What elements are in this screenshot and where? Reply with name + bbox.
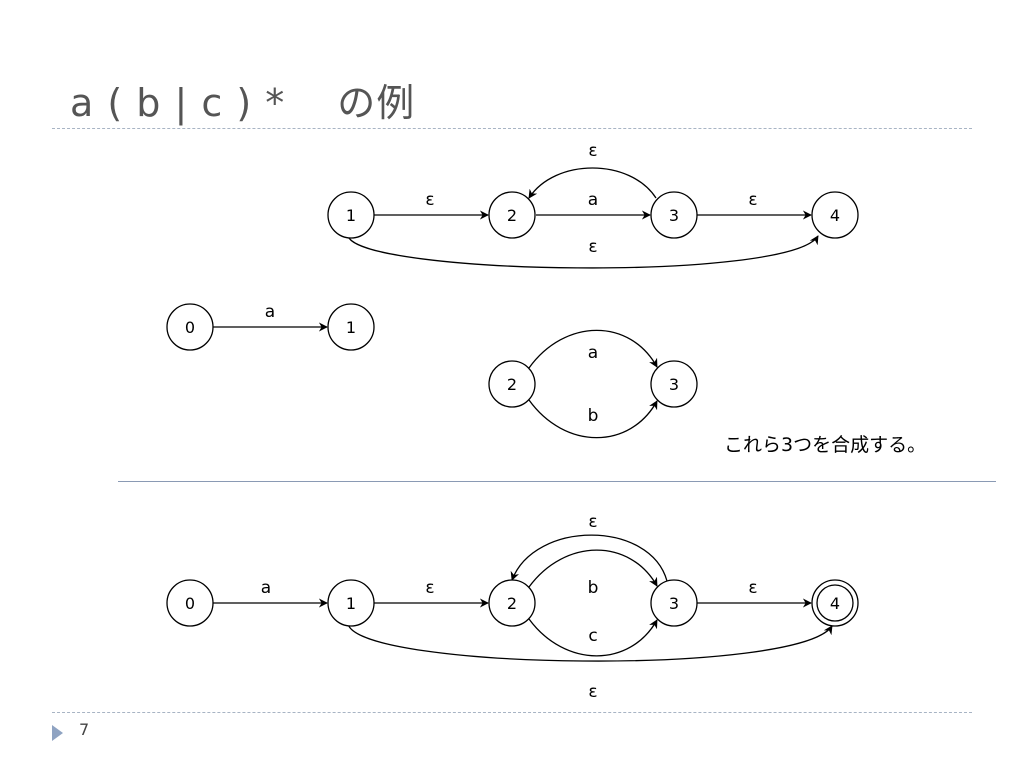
state-node bbox=[650, 579, 698, 627]
section-divider bbox=[118, 481, 996, 482]
edge-label: ε bbox=[588, 512, 597, 532]
edge-comb-3-2 bbox=[510, 534, 668, 582]
edge-top-3-2 bbox=[528, 167, 657, 199]
edge-comb-1-4 bbox=[347, 623, 833, 662]
edge-label: ε bbox=[425, 578, 434, 598]
edge-mid-2-3-upper bbox=[528, 329, 658, 369]
edge-label: ε bbox=[588, 237, 597, 257]
state-node bbox=[650, 191, 698, 239]
edge-label: ε bbox=[748, 578, 757, 598]
state-label: 1 bbox=[346, 594, 356, 613]
edge-label: b bbox=[588, 406, 599, 426]
state-label: 1 bbox=[346, 318, 356, 337]
state-node bbox=[811, 191, 859, 239]
footer-divider bbox=[52, 712, 972, 713]
state-node bbox=[650, 360, 698, 408]
state-node bbox=[488, 579, 536, 627]
combined-diagram: a ε b c ε ε ε 0 1 2 3 4 bbox=[166, 512, 859, 702]
edge-comb-2-3-upper bbox=[528, 549, 658, 588]
state-node bbox=[327, 191, 375, 239]
state-node bbox=[327, 303, 375, 351]
edge-label: a bbox=[261, 578, 271, 598]
state-label: 0 bbox=[185, 318, 195, 337]
edge-label: ε bbox=[425, 190, 434, 210]
edge-label: ε bbox=[588, 682, 597, 702]
slide-title: a ( b | c ) * の例 bbox=[70, 81, 416, 125]
state-node bbox=[166, 579, 214, 627]
state-node bbox=[488, 191, 536, 239]
state-label: 2 bbox=[507, 375, 517, 394]
edge-label: b bbox=[588, 578, 599, 598]
edge-label: ε bbox=[748, 190, 757, 210]
middle-diagram: a b 2 3 bbox=[488, 329, 698, 439]
edge-label: c bbox=[588, 626, 597, 646]
state-label: 4 bbox=[830, 206, 840, 225]
edge-mid-2-3-lower bbox=[528, 399, 658, 439]
edge-label: a bbox=[588, 190, 598, 210]
state-label: 1 bbox=[346, 206, 356, 225]
state-node bbox=[166, 303, 214, 351]
edge-label: a bbox=[265, 302, 275, 322]
caption-text: これら3つを合成する。 bbox=[724, 434, 927, 456]
accepting-state-inner-ring bbox=[816, 584, 854, 622]
state-label: 4 bbox=[830, 594, 840, 613]
state-label: 3 bbox=[669, 375, 679, 394]
state-node bbox=[327, 579, 375, 627]
edge-top-1-4 bbox=[347, 235, 819, 269]
title-divider bbox=[52, 128, 972, 129]
top-diagram: ε a ε ε ε 1 2 3 4 bbox=[327, 141, 859, 269]
state-label: 2 bbox=[507, 206, 517, 225]
state-label: 2 bbox=[507, 594, 517, 613]
page-number: 7 bbox=[79, 720, 90, 739]
edge-comb-2-3-lower bbox=[528, 618, 658, 657]
edge-label: ε bbox=[588, 141, 597, 161]
state-label: 0 bbox=[185, 594, 195, 613]
state-label: 3 bbox=[669, 206, 679, 225]
edge-label: a bbox=[588, 343, 598, 363]
left-diagram: a 0 1 bbox=[166, 302, 375, 351]
state-node bbox=[488, 360, 536, 408]
triangle-right-icon bbox=[52, 725, 63, 741]
state-label: 3 bbox=[669, 594, 679, 613]
